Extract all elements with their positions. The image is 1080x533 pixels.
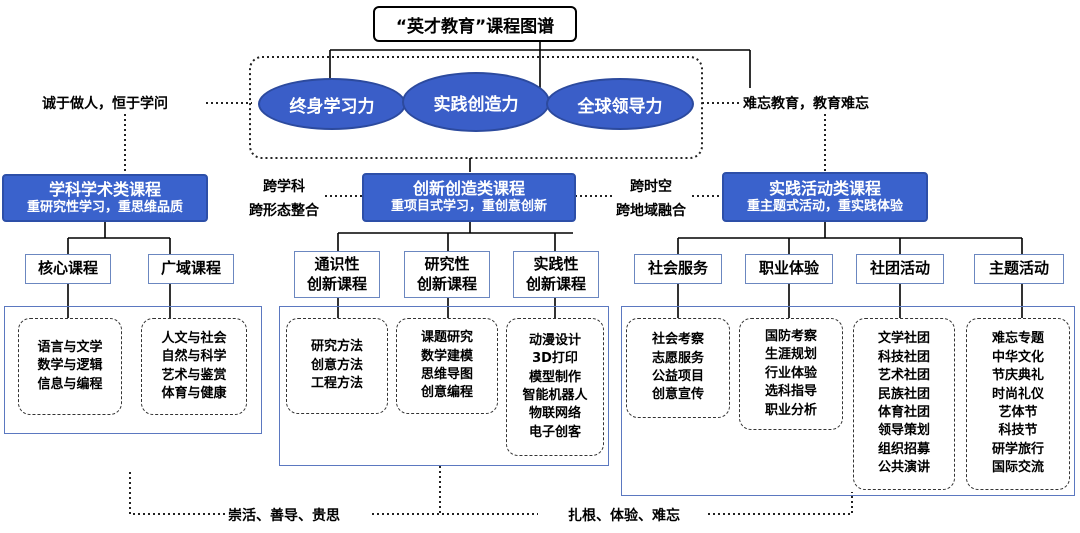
category-academic: 学科学术类课程 重研究性学习，重思维品质 xyxy=(2,174,208,222)
list-item: 时尚礼仪 xyxy=(991,386,1044,402)
list-item: 创意宣传 xyxy=(651,387,704,403)
list-item: 生涯规划 xyxy=(764,347,817,363)
group-frame-innovation xyxy=(279,306,609,466)
motto-right: 难忘教育，教育难忘 xyxy=(743,96,869,112)
module-social-service: 社会服务 xyxy=(634,254,722,284)
integration-left-line1: 跨学科 xyxy=(263,179,305,195)
motto-left: 诚于做人，恒于学问 xyxy=(42,96,168,112)
list-item: 艺术社团 xyxy=(877,368,930,384)
list-item: 节庆典礼 xyxy=(991,368,1044,384)
list-item: 数学与逻辑 xyxy=(37,358,103,374)
integration-right-line2: 跨地域融合 xyxy=(616,203,686,219)
list-item: 研究方法 xyxy=(310,339,363,355)
list-item: 语言与文学 xyxy=(37,339,103,355)
list-item: 行业体验 xyxy=(764,365,817,381)
list-item: 体育社团 xyxy=(877,405,930,420)
items-core-courses: 语言与文学 数学与逻辑 信息与编程 xyxy=(18,318,122,415)
group-frame-practice xyxy=(621,306,1075,496)
list-item: 人文与社会 xyxy=(161,330,227,346)
list-item: 模型制作 xyxy=(528,369,581,385)
list-item: 思维导图 xyxy=(420,367,473,382)
module-general-innovation-label: 通识性 创新课程 xyxy=(306,255,367,293)
module-research-innovation-label: 研究性 创新课程 xyxy=(416,255,477,293)
list-item: 电子创客 xyxy=(528,424,581,440)
list-item: 社会考察 xyxy=(651,332,704,348)
items-social-service: 社会考察 志愿服务 公益项目 创意宣传 xyxy=(626,318,730,418)
list-item: 物联网络 xyxy=(528,406,581,422)
competency-practical-creativity: 实践创造力 xyxy=(402,72,550,132)
category-academic-title: 学科学术类课程 xyxy=(48,179,161,199)
list-item: 艺术与鉴赏 xyxy=(161,367,227,383)
module-theme-activities: 主题活动 xyxy=(974,254,1064,284)
items-career-experience: 国防考察 生涯规划 行业体验 选科指导 职业分析 xyxy=(739,318,843,430)
page-title: “英才教育”课程图谱 xyxy=(373,6,577,42)
module-club-activities: 社团活动 xyxy=(856,254,944,284)
list-item: 领导策划 xyxy=(877,423,930,439)
list-item: 创意编程 xyxy=(420,385,473,401)
list-item: 公共演讲 xyxy=(877,460,930,476)
category-innovation-title: 创新创造类课程 xyxy=(412,179,525,199)
module-broad-courses: 广域课程 xyxy=(148,254,234,284)
items-practical-innovation: 动漫设计 3D打印 模型制作 智能机器人 物联网络 电子创客 xyxy=(506,318,604,456)
list-item: 文学社团 xyxy=(877,331,930,347)
motto-bottom-left: 崇活、善导、贵思 xyxy=(228,508,340,524)
module-practical-innovation: 实践性 创新课程 xyxy=(513,251,599,298)
list-item: 体育与健康 xyxy=(161,385,227,401)
list-item: 公益项目 xyxy=(651,369,704,384)
items-club-activities: 文学社团 科技社团 艺术社团 民族社团 体育社团 领导策划 组织招募 公共演讲 xyxy=(853,318,955,490)
group-frame-academic xyxy=(4,306,262,434)
category-innovation-subtitle: 重项目式学习，重创意创新 xyxy=(390,199,547,215)
list-item: 3D打印 xyxy=(532,351,578,367)
module-practical-innovation-label: 实践性 创新课程 xyxy=(525,255,586,293)
category-academic-subtitle: 重研究性学习，重思维品质 xyxy=(26,199,183,215)
category-practice-title: 实践活动类课程 xyxy=(768,178,881,198)
category-practice-subtitle: 重主题式活动，重实践体验 xyxy=(746,198,903,214)
list-item: 选科指导 xyxy=(764,384,817,400)
list-item: 国防考察 xyxy=(764,328,817,344)
list-item: 工程方法 xyxy=(310,376,363,392)
motto-bottom-right: 扎根、体验、难忘 xyxy=(568,508,680,524)
list-item: 科技节 xyxy=(998,423,1038,439)
list-item: 自然与科学 xyxy=(161,349,227,365)
list-item: 国际交流 xyxy=(991,460,1044,476)
module-core-courses: 核心课程 xyxy=(25,254,111,284)
competency-global-leadership: 全球领导力 xyxy=(546,78,694,130)
list-item: 课题研究 xyxy=(420,330,473,346)
category-practice: 实践活动类课程 重主题式活动，重实践体验 xyxy=(722,172,928,222)
module-career-experience: 职业体验 xyxy=(745,254,833,284)
list-item: 难忘专题 xyxy=(991,331,1044,347)
list-item: 信息与编程 xyxy=(37,376,103,392)
list-item: 智能机器人 xyxy=(522,388,588,403)
items-general-innovation: 研究方法 创意方法 工程方法 xyxy=(286,318,388,414)
list-item: 研学旅行 xyxy=(991,441,1044,457)
items-broad-courses: 人文与社会 自然与科学 艺术与鉴赏 体育与健康 xyxy=(141,318,247,415)
list-item: 志愿服务 xyxy=(651,350,704,366)
competency-lifelong-learning: 终身学习力 xyxy=(258,78,406,130)
list-item: 中华文化 xyxy=(991,349,1044,365)
items-theme-activities: 难忘专题 中华文化 节庆典礼 时尚礼仪 艺体节 科技节 研学旅行 国际交流 xyxy=(966,318,1070,490)
list-item: 动漫设计 xyxy=(528,332,581,348)
list-item: 组织招募 xyxy=(877,441,930,457)
items-research-innovation: 课题研究 数学建模 思维导图 创意编程 xyxy=(396,318,498,414)
integration-right-line1: 跨时空 xyxy=(630,179,672,195)
list-item: 创意方法 xyxy=(310,357,363,373)
category-innovation: 创新创造类课程 重项目式学习，重创意创新 xyxy=(362,173,576,222)
list-item: 艺体节 xyxy=(998,405,1038,420)
list-item: 科技社团 xyxy=(877,349,930,365)
module-general-innovation: 通识性 创新课程 xyxy=(294,251,380,298)
module-research-innovation: 研究性 创新课程 xyxy=(404,251,490,298)
list-item: 数学建模 xyxy=(420,348,473,364)
list-item: 职业分析 xyxy=(764,402,817,418)
list-item: 民族社团 xyxy=(877,386,930,402)
integration-left-line2: 跨形态整合 xyxy=(249,203,319,219)
